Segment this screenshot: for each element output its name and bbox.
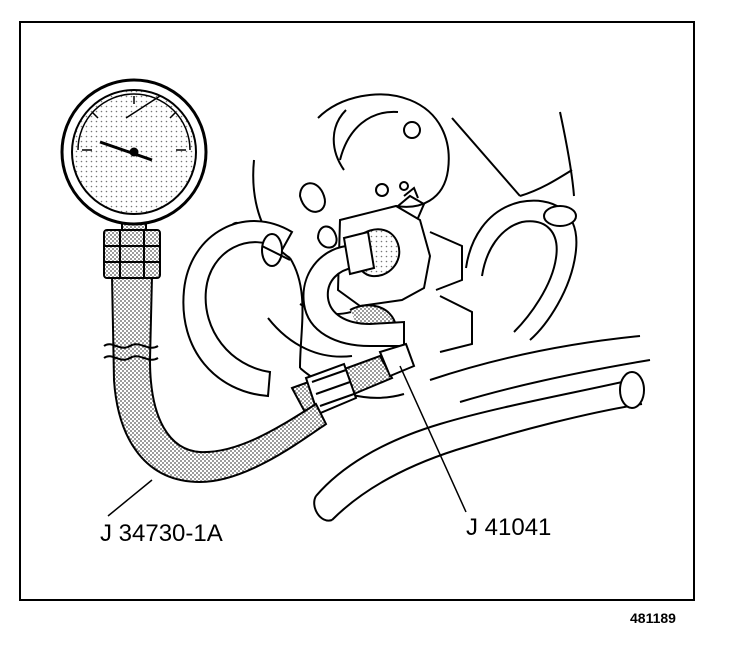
gauge-needle: [99, 140, 153, 162]
leader-line-adapter: [399, 365, 467, 513]
label-gauge-tool: J 34730-1A: [100, 520, 223, 547]
figure-number: 481189: [630, 610, 676, 626]
leader-lines: [107, 365, 467, 517]
label-adapter-tool: J 41041: [466, 514, 552, 541]
pressure-gauge: [60, 78, 208, 226]
figure-frame: [19, 21, 695, 601]
lower-hoses: [313, 335, 651, 522]
fuel-line-loop: [182, 220, 405, 398]
leader-line-gauge: [107, 479, 153, 517]
adapter-fitting-j41041: [290, 342, 416, 416]
right-hose: [465, 199, 578, 341]
gauge-hose: [103, 275, 328, 484]
